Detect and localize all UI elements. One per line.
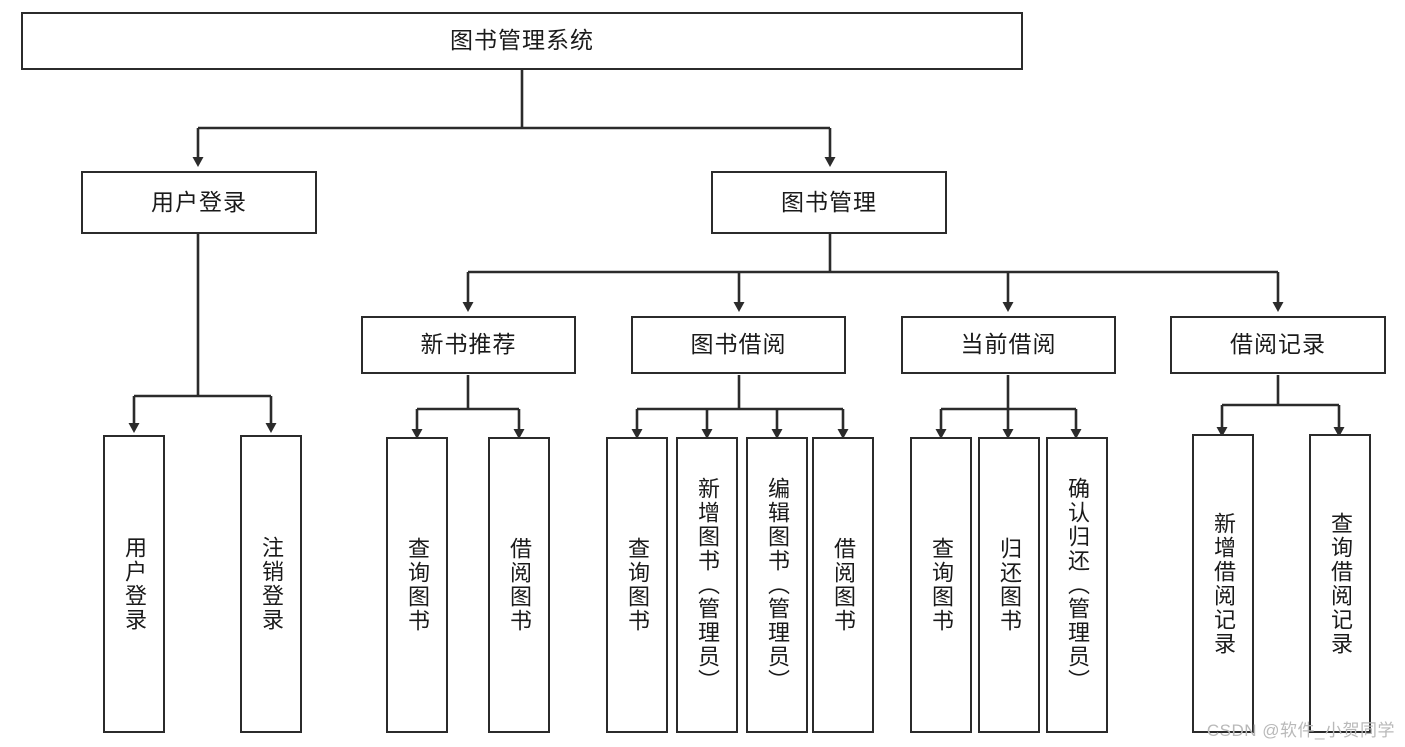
leaf-query-book[interactable]: 查询图书	[606, 437, 668, 733]
leaf-borrow-book[interactable]: 借阅图书	[812, 437, 874, 733]
node-label: 当前借阅	[960, 331, 1057, 358]
node-label: 查询图书	[404, 537, 430, 633]
node-label: 图书管理	[781, 188, 877, 215]
node-label: 用户登录	[121, 536, 147, 632]
leaf-borrow-book-recommend[interactable]: 借阅图书	[488, 437, 550, 733]
node-book-management[interactable]: 图书管理	[711, 171, 947, 234]
node-label: 借阅图书	[506, 537, 532, 633]
leaf-edit-book-admin[interactable]: 编辑图书（管理员）	[746, 437, 808, 733]
leaf-return-book[interactable]: 归还图书	[978, 437, 1040, 733]
node-label: 新增图书（管理员）	[694, 477, 720, 693]
node-label: 新增借阅记录	[1210, 511, 1236, 656]
leaf-logout[interactable]: 注销登录	[240, 435, 302, 733]
leaf-add-borrow-record[interactable]: 新增借阅记录	[1192, 434, 1254, 733]
leaf-user-login[interactable]: 用户登录	[103, 435, 165, 733]
leaf-query-borrow-record[interactable]: 查询借阅记录	[1309, 434, 1371, 733]
csdn-watermark: CSDN @软件_小贺同学	[1206, 721, 1395, 740]
node-new-book-recommend[interactable]: 新书推荐	[361, 316, 576, 374]
node-label: 归还图书	[996, 537, 1022, 633]
node-label: 新书推荐	[420, 331, 517, 358]
node-label: 编辑图书（管理员）	[764, 477, 790, 693]
node-label: 查询借阅记录	[1327, 511, 1353, 656]
node-user-login[interactable]: 用户登录	[81, 171, 317, 234]
node-label: 查询图书	[624, 537, 650, 633]
node-label: 借阅图书	[830, 537, 856, 633]
node-book-borrow[interactable]: 图书借阅	[631, 316, 846, 374]
leaf-query-book-current[interactable]: 查询图书	[910, 437, 972, 733]
node-current-borrow[interactable]: 当前借阅	[901, 316, 1116, 374]
node-label: 注销登录	[258, 536, 284, 632]
leaf-query-book-recommend[interactable]: 查询图书	[386, 437, 448, 733]
node-label: 图书借阅	[690, 331, 787, 358]
leaf-add-book-admin[interactable]: 新增图书（管理员）	[676, 437, 738, 733]
node-label: 图书管理系统	[450, 27, 594, 54]
node-label: 借阅记录	[1230, 331, 1326, 358]
leaf-confirm-return-admin[interactable]: 确认归还（管理员）	[1046, 437, 1108, 733]
node-label: 用户登录	[151, 188, 247, 215]
node-borrow-records[interactable]: 借阅记录	[1170, 316, 1386, 374]
node-label: 确认归还（管理员）	[1064, 477, 1090, 693]
node-label: 查询图书	[928, 537, 954, 633]
node-system-root[interactable]: 图书管理系统	[21, 12, 1023, 70]
